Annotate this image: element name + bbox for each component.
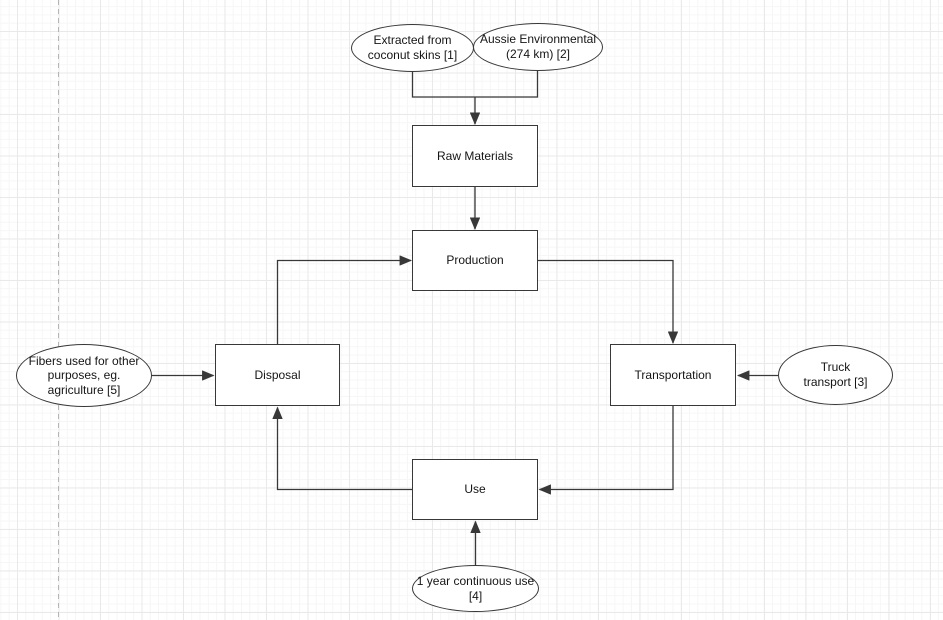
- connector-disposal-to-production[interactable]: [276, 255, 413, 345]
- node-label: Transportation: [634, 367, 712, 382]
- node-label: Disposal: [254, 367, 301, 382]
- node-label: Use: [464, 482, 486, 497]
- node-transportation[interactable]: Transportation: [610, 344, 736, 406]
- connector-production-to-transportation[interactable]: [538, 259, 679, 345]
- connector-use-to-disposal[interactable]: [272, 406, 413, 491]
- node-extracted-from-coconut-skins[interactable]: Extracted from coconut skins [1]: [351, 24, 474, 72]
- node-label: Production: [446, 253, 504, 268]
- node-aussie-environmental[interactable]: Aussie Environmental (274 km) [2]: [473, 23, 603, 71]
- node-disposal[interactable]: Disposal: [215, 344, 340, 406]
- node-one-year-continuous-use[interactable]: 1 year continuous use [4]: [412, 565, 539, 612]
- node-label: 1 year continuous use [4]: [416, 573, 535, 603]
- node-raw-materials[interactable]: Raw Materials: [412, 125, 538, 187]
- node-production[interactable]: Production: [412, 230, 538, 291]
- node-label: Aussie Environmental (274 km) [2]: [479, 32, 597, 61]
- node-label: Fibers used for other purposes, eg. agri…: [28, 353, 140, 397]
- node-label: Truck transport [3]: [803, 360, 868, 389]
- connector-transportation-to-use[interactable]: [538, 406, 674, 495]
- node-label: Extracted from coconut skins [1]: [367, 33, 458, 62]
- node-use[interactable]: Use: [412, 459, 538, 520]
- connector-sources-merge[interactable]: [411, 71, 539, 98]
- node-label: Raw Materials: [436, 148, 514, 163]
- node-fibers-other-purposes[interactable]: Fibers used for other purposes, eg. agri…: [16, 344, 152, 407]
- node-truck-transport[interactable]: Truck transport [3]: [778, 345, 893, 405]
